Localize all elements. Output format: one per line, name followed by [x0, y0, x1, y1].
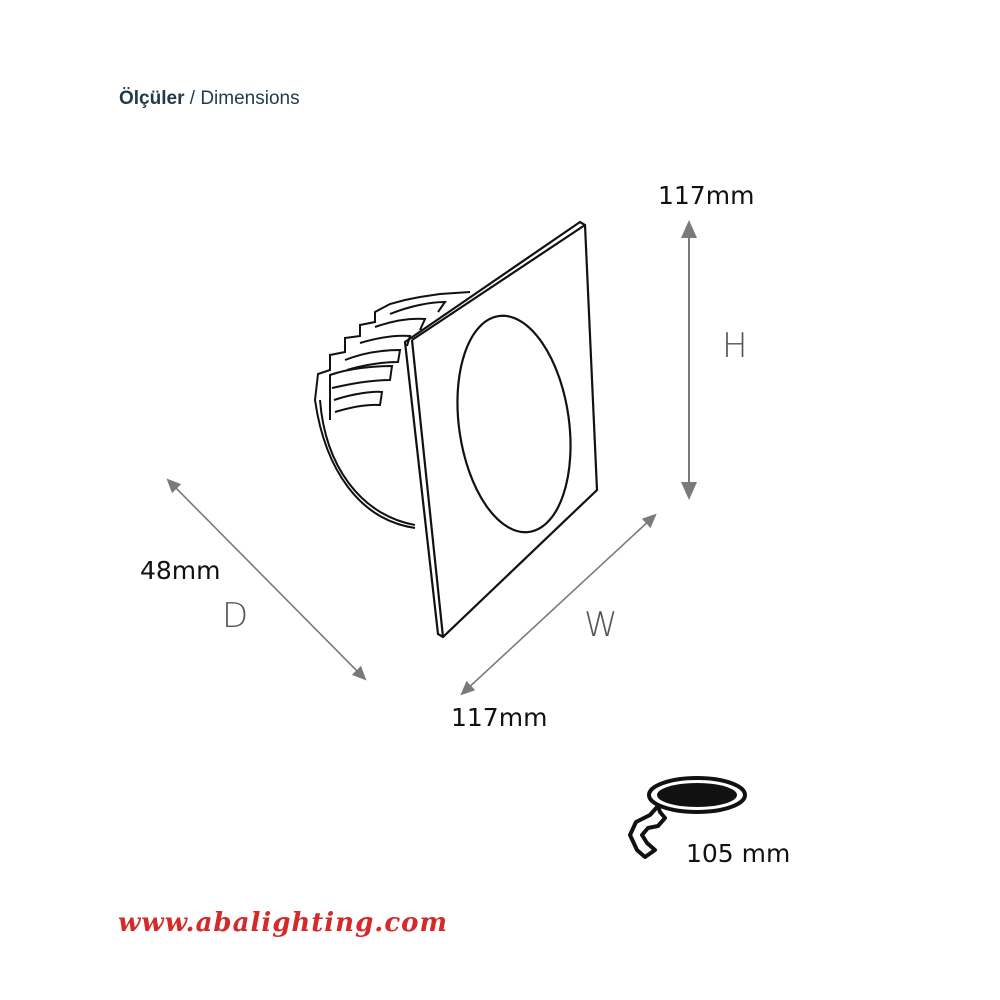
width-letter: W — [584, 605, 618, 645]
width-arrow — [460, 513, 657, 696]
front-plate-icon — [403, 220, 599, 639]
website-link[interactable]: www.abalighting.com — [118, 908, 448, 938]
heatsink-icon — [313, 291, 471, 529]
depth-letter: D — [222, 596, 249, 636]
page-title: Ölçüler / Dimensions — [119, 88, 300, 110]
depth-value: 48mm — [140, 556, 221, 585]
cutout-icon — [628, 776, 747, 859]
width-value: 117mm — [451, 703, 548, 732]
title-english: Dimensions — [200, 88, 300, 109]
depth-arrow — [166, 478, 367, 681]
title-separator: / — [184, 88, 201, 109]
height-letter: H — [722, 326, 748, 366]
title-turkish: Ölçüler — [119, 88, 185, 109]
height-value: 117mm — [658, 181, 755, 210]
cutout-value: 105 mm — [686, 839, 791, 868]
